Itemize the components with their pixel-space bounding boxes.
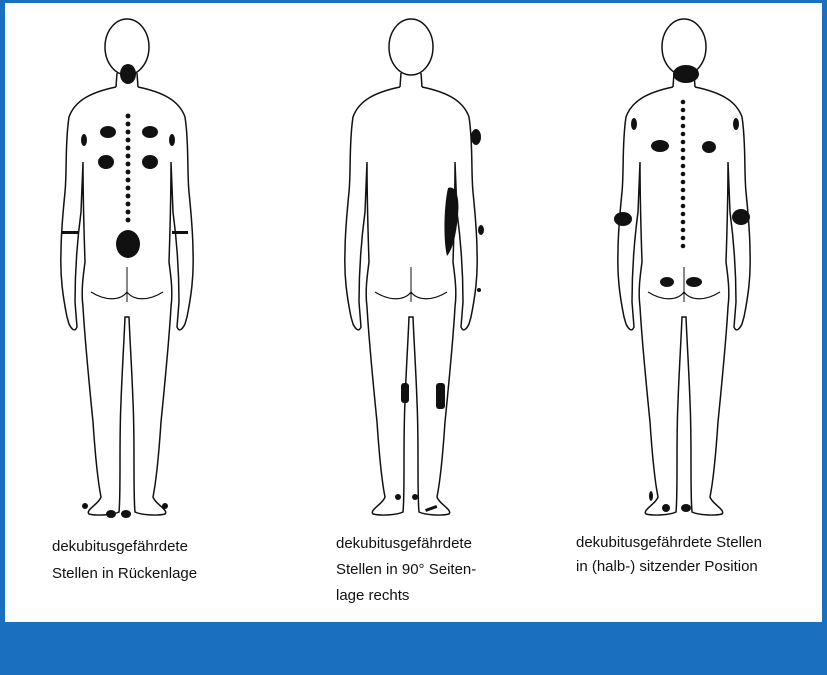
pressure-points-rueckenlage xyxy=(62,64,188,518)
caption-sitzend: dekubitusgefährdete Stellen in (halb-) s… xyxy=(576,531,762,579)
caption-line: lage rechts xyxy=(336,583,476,609)
spine-rueckenlage xyxy=(126,114,131,223)
caption-line: Stellen in 90° Seiten- xyxy=(336,557,476,583)
caption-line: in (halb-) sitzender Position xyxy=(576,555,762,579)
bottom-bar xyxy=(0,622,827,675)
caption-line: dekubitusgefährdete xyxy=(52,533,197,560)
caption-rueckenlage: dekubitusgefährdete Stellen in Rückenlag… xyxy=(52,533,197,587)
caption-line: dekubitusgefährdete Stellen xyxy=(576,531,762,555)
figure-seitenlage xyxy=(345,19,484,515)
caption-line: Stellen in Rückenlage xyxy=(52,560,197,587)
figure-rueckenlage xyxy=(61,19,193,518)
caption-seitenlage: dekubitusgefährdete Stellen in 90° Seite… xyxy=(336,531,476,609)
figure-sitzend xyxy=(614,19,750,515)
spine-sitzend xyxy=(681,100,686,249)
caption-line: dekubitusgefährdete xyxy=(336,531,476,557)
